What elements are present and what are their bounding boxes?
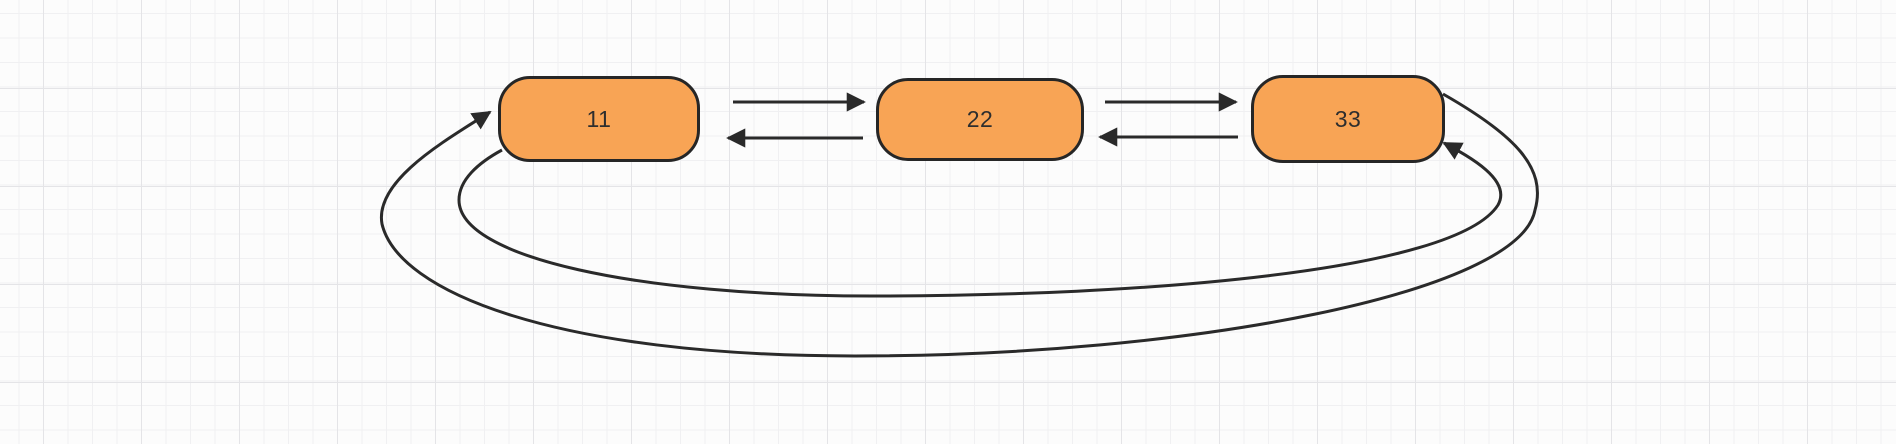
edge-arc-11-to-33[interactable] <box>457 141 1503 298</box>
node-11[interactable]: 11 <box>498 76 700 162</box>
node-22[interactable]: 22 <box>876 78 1084 161</box>
node-11-label: 11 <box>586 105 612 132</box>
node-33-label: 33 <box>1334 105 1362 132</box>
node-33[interactable]: 33 <box>1251 75 1445 163</box>
node-22-label: 22 <box>966 106 994 132</box>
edge-arc-33-to-11[interactable] <box>380 92 1539 358</box>
